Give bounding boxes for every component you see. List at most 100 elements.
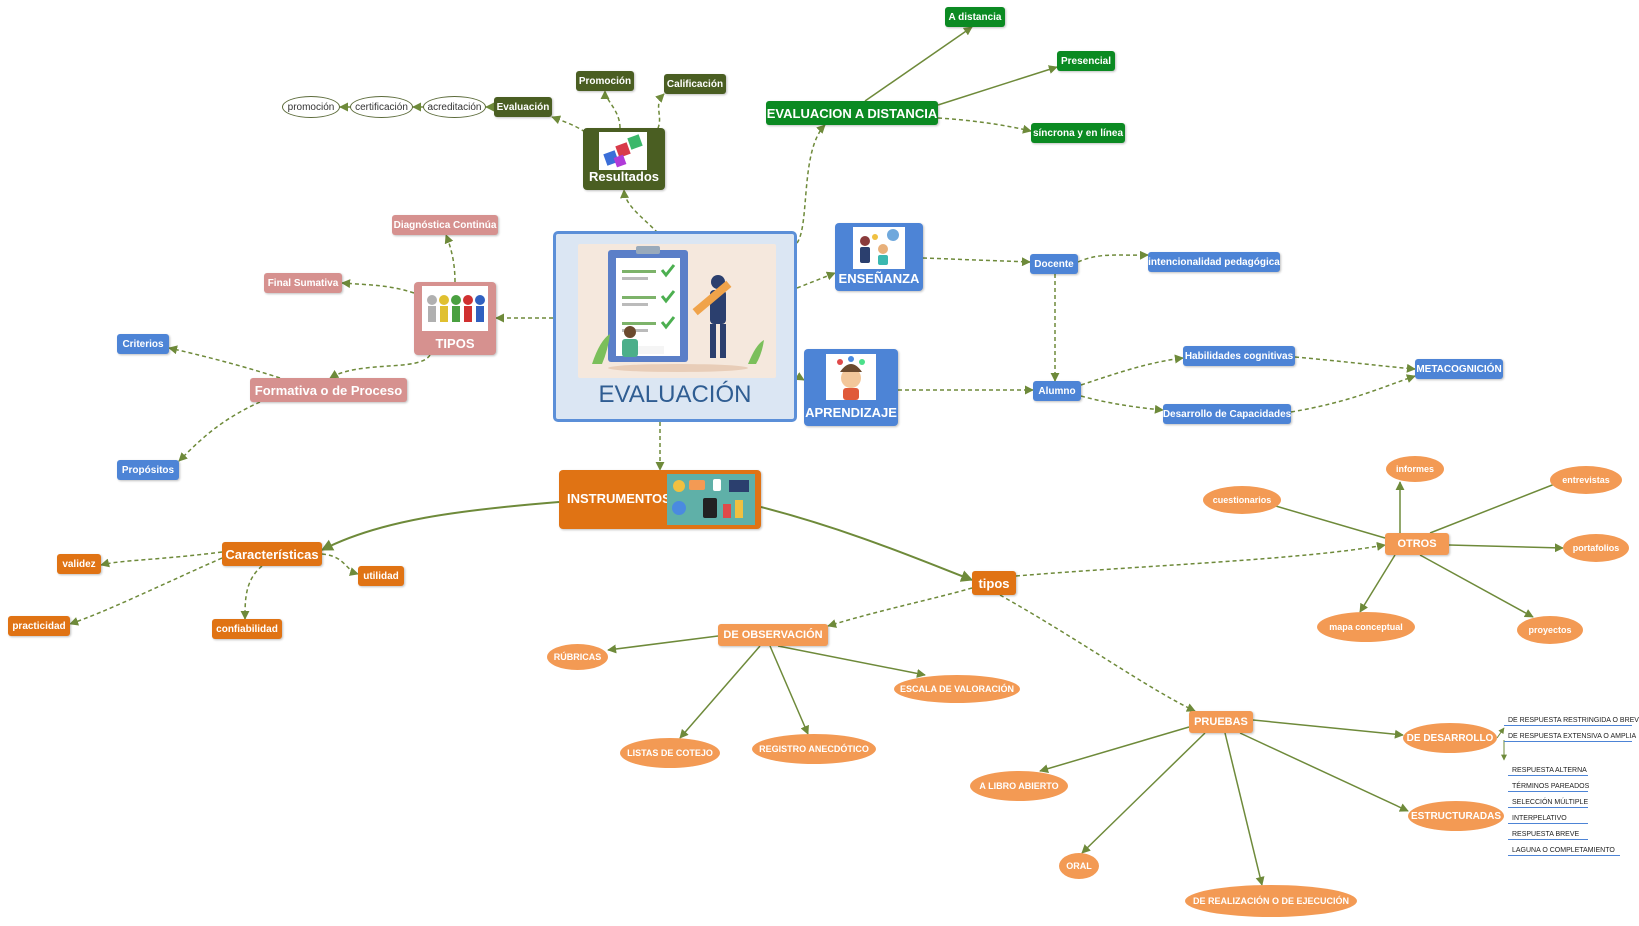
node-diagnostica[interactable]: Diagnóstica Continúa bbox=[392, 215, 498, 235]
node-rubricas[interactable]: RÚBRICAS bbox=[547, 644, 608, 670]
node-ensenanza[interactable]: ENSEÑANZA bbox=[835, 223, 923, 291]
people-icon bbox=[422, 286, 488, 331]
connector-line bbox=[178, 401, 261, 462]
node-tipos-instrumentos[interactable]: tipos bbox=[972, 571, 1016, 595]
connector-line bbox=[777, 645, 926, 678]
estructuradas-item[interactable]: INTERPELATIVO bbox=[1508, 815, 1588, 824]
connector-line bbox=[240, 565, 263, 620]
node-certificacion[interactable]: certificación bbox=[350, 96, 413, 118]
connector-line bbox=[1039, 726, 1190, 774]
instrumentos-label: INSTRUMENTOS bbox=[567, 491, 671, 506]
estructuradas-item[interactable]: SELECCIÓN MÚLTIPLE bbox=[1508, 799, 1588, 808]
node-docente[interactable]: Docente bbox=[1030, 254, 1078, 274]
node-acreditacion[interactable]: acreditación bbox=[423, 96, 486, 118]
node-proyectos[interactable]: proyectos bbox=[1517, 616, 1583, 644]
ensenanza-label: ENSEÑANZA bbox=[838, 271, 920, 286]
node-propositos[interactable]: Propósitos bbox=[117, 460, 179, 480]
node-mapa[interactable]: mapa conceptual bbox=[1317, 612, 1415, 642]
evaluation-illustration bbox=[578, 244, 776, 378]
connector-line bbox=[1429, 478, 1566, 534]
estructuradas-item[interactable]: LAGUNA O COMPLETAMIENTO bbox=[1508, 847, 1620, 856]
node-promocion[interactable]: promoción bbox=[282, 96, 340, 118]
connector-line bbox=[937, 65, 1058, 106]
connector-line bbox=[1077, 250, 1149, 263]
central-topic-evaluacion[interactable]: EVALUACIÓN bbox=[553, 231, 797, 422]
node-habilidades[interactable]: Habilidades cognitivas bbox=[1183, 346, 1295, 366]
node-promocion-main[interactable]: Promoción bbox=[576, 71, 634, 91]
connector-line bbox=[922, 257, 1031, 267]
node-aprendizaje[interactable]: APRENDIZAJE bbox=[804, 349, 898, 426]
connector-line bbox=[1015, 541, 1386, 577]
node-cuestionarios[interactable]: cuestionarios bbox=[1203, 486, 1281, 514]
node-intencionalidad[interactable]: intencionalidad pedagógica bbox=[1148, 252, 1280, 272]
connector-line bbox=[551, 115, 586, 133]
estructuradas-item[interactable]: TÉRMINOS PAREADOS bbox=[1508, 783, 1589, 792]
node-practicidad[interactable]: practicidad bbox=[8, 616, 70, 636]
connector-line bbox=[796, 271, 836, 289]
node-confiabilidad[interactable]: confiabilidad bbox=[212, 619, 282, 639]
desarrollo-item[interactable]: DE RESPUESTA EXTENSIVA O AMPLIA bbox=[1504, 733, 1636, 742]
connector-line bbox=[168, 345, 281, 379]
connector-line bbox=[1419, 554, 1534, 618]
node-final-sumativa[interactable]: Final Sumativa bbox=[264, 273, 342, 293]
node-registro[interactable]: REGISTRO ANECDÓTICO bbox=[752, 734, 876, 764]
puzzle-icon bbox=[599, 132, 647, 170]
teaching-icon bbox=[853, 227, 905, 269]
tipos-label: TIPOS bbox=[435, 336, 475, 351]
node-a-distancia[interactable]: A distancia bbox=[945, 7, 1005, 27]
node-resultados[interactable]: Resultados bbox=[583, 128, 665, 190]
connector-line bbox=[827, 587, 973, 628]
estructuradas-item[interactable]: RESPUESTA ALTERNA bbox=[1508, 767, 1588, 776]
connector-line bbox=[1239, 732, 1409, 812]
connector-line bbox=[329, 354, 431, 379]
node-validez[interactable]: validez bbox=[57, 554, 101, 574]
node-de-desarrollo[interactable]: DE DESARROLLO bbox=[1403, 723, 1497, 753]
node-informes[interactable]: informes bbox=[1386, 456, 1444, 482]
connector-line bbox=[1448, 543, 1564, 553]
node-sincrona[interactable]: síncrona y en línea bbox=[1031, 123, 1125, 143]
connector-line bbox=[1359, 554, 1396, 613]
desarrollo-item[interactable]: DE RESPUESTA RESTRINGIDA O BREVE bbox=[1504, 717, 1639, 726]
connector-line bbox=[1080, 395, 1164, 414]
node-desarrollo-capacidades[interactable]: Desarrollo de Capacidades bbox=[1163, 404, 1291, 424]
estructuradas-item[interactable]: RESPUESTA BREVE bbox=[1508, 831, 1588, 840]
connector-line bbox=[1496, 727, 1505, 739]
node-pruebas[interactable]: PRUEBAS bbox=[1189, 711, 1253, 733]
node-tipos[interactable]: TIPOS bbox=[414, 282, 496, 355]
node-utilidad[interactable]: utilidad bbox=[358, 566, 404, 586]
node-entrevistas[interactable]: entrevistas bbox=[1550, 466, 1622, 494]
node-realizacion[interactable]: DE REALIZACIÓN O DE EJECUCIÓN bbox=[1185, 885, 1357, 917]
connector-line bbox=[864, 26, 973, 102]
connector-line bbox=[1080, 354, 1184, 386]
node-formativa[interactable]: Formativa o de Proceso bbox=[250, 378, 407, 402]
learning-icon bbox=[826, 354, 876, 400]
connector-line bbox=[679, 645, 761, 739]
node-de-observacion[interactable]: DE OBSERVACIÓN bbox=[718, 624, 828, 646]
resultados-label: Resultados bbox=[588, 169, 660, 184]
node-metacognicion[interactable]: METACOGNICIÓN bbox=[1415, 359, 1503, 379]
node-evaluacion-small[interactable]: Evaluación bbox=[494, 97, 552, 117]
connector-line bbox=[760, 506, 974, 582]
connector-line bbox=[1081, 732, 1206, 854]
connector-line bbox=[1290, 374, 1416, 413]
node-otros[interactable]: OTROS bbox=[1385, 533, 1449, 555]
node-calificacion[interactable]: Calificación bbox=[664, 74, 726, 94]
central-title: EVALUACIÓN bbox=[598, 381, 752, 408]
node-presencial[interactable]: Presencial bbox=[1057, 51, 1115, 71]
connector-line bbox=[1261, 499, 1386, 539]
node-evaluacion-distancia[interactable]: EVALUACION A DISTANCIA bbox=[766, 101, 938, 125]
node-escala[interactable]: ESCALA DE VALORACIÓN bbox=[894, 675, 1020, 703]
node-criterios[interactable]: Criterios bbox=[117, 334, 169, 354]
node-oral[interactable]: ORAL bbox=[1059, 853, 1099, 879]
node-estructuradas[interactable]: ESTRUCTURADAS bbox=[1408, 801, 1504, 831]
node-a-libro[interactable]: A LIBRO ABIERTO bbox=[970, 771, 1068, 801]
node-instrumentos[interactable]: INSTRUMENTOS bbox=[559, 470, 761, 529]
node-listas[interactable]: LISTAS DE COTEJO bbox=[620, 738, 720, 768]
tools-icon bbox=[667, 474, 755, 525]
node-alumno[interactable]: Alumno bbox=[1033, 381, 1081, 401]
node-caracteristicas[interactable]: Características bbox=[222, 542, 322, 566]
connector-line bbox=[796, 124, 826, 244]
node-portafolios[interactable]: portafolios bbox=[1563, 534, 1629, 562]
connector-line bbox=[999, 594, 1196, 712]
connector-line bbox=[937, 117, 1032, 134]
